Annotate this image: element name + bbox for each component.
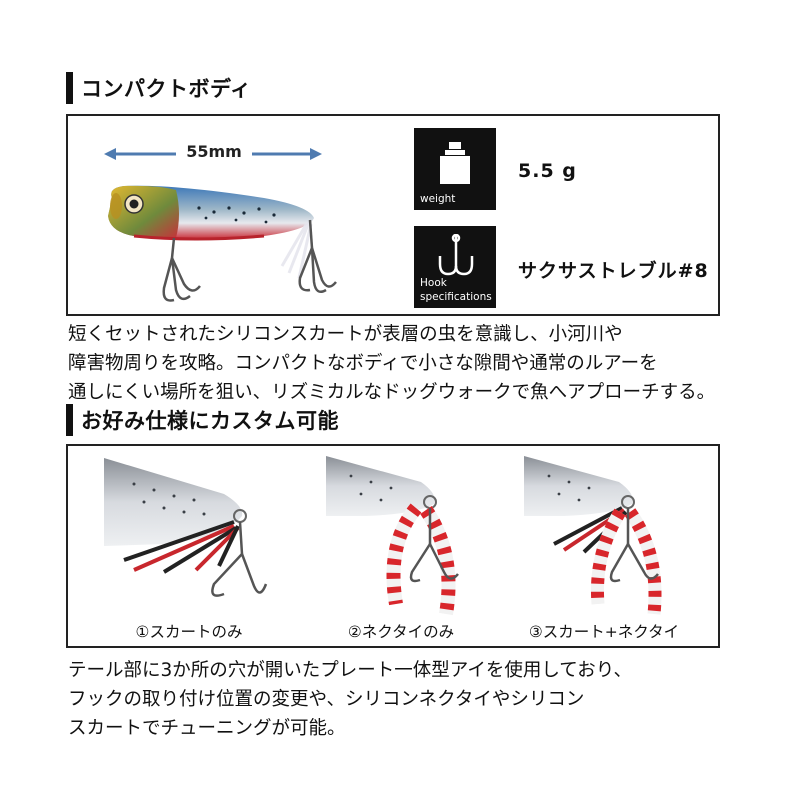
description-line: 短くセットされたシリコンスカートが表層の虫を意識し、小河川や bbox=[68, 324, 623, 345]
hook-label-line1: Hook bbox=[420, 277, 447, 289]
weight-icon bbox=[440, 142, 470, 184]
popper-lure-image bbox=[108, 185, 337, 302]
option-necktie-only-image bbox=[326, 456, 459, 616]
heading-text: お好み仕様にカスタム可能 bbox=[81, 409, 339, 433]
heading-bar bbox=[66, 72, 73, 104]
compact-body-description: 短くセットされたシリコンスカートが表層の虫を意識し、小河川や 障害物周りを攻略。… bbox=[68, 320, 715, 407]
custom-description: テール部に3か所の穴が開いたプレート一体型アイを使用しており、 フックの取り付け… bbox=[68, 656, 632, 743]
hook-value: サクサストレブル#8 bbox=[518, 260, 709, 282]
option-caption: ③スカート+ネクタイ bbox=[528, 623, 680, 641]
compact-body-panel: 55mm bbox=[66, 114, 720, 316]
dimension-arrow-icon bbox=[104, 148, 322, 160]
option-caption: ①スカートのみ bbox=[135, 623, 243, 641]
section-heading-custom: お好み仕様にカスタム可能 bbox=[66, 404, 339, 436]
hook-label-line2: specifications bbox=[420, 291, 492, 303]
weight-label: weight bbox=[420, 193, 456, 205]
dimension-label: 55mm bbox=[186, 142, 242, 161]
section-heading-compact-body: コンパクトボディ bbox=[66, 72, 252, 104]
treble-hook-icon bbox=[438, 234, 474, 276]
heading-bar bbox=[66, 404, 73, 436]
description-line: テール部に3か所の穴が開いたプレート一体型アイを使用しており、 bbox=[68, 660, 632, 681]
option-skirt-only-image bbox=[104, 458, 268, 597]
option-skirt-necktie-image bbox=[524, 456, 662, 615]
weight-spec-box: weight bbox=[414, 128, 496, 210]
description-line: フックの取り付け位置の変更や、シリコンネクタイやシリコン bbox=[68, 689, 585, 710]
weight-value: 5.5 g bbox=[518, 160, 577, 182]
description-line: 障害物周りを攻略。コンパクトなボディで小さな隙間や通常のルアーを bbox=[68, 353, 658, 374]
description-line: スカートでチューニングが可能。 bbox=[68, 718, 346, 739]
description-line: 通しにくい場所を狙い、リズミカルなドッグウォークで魚へアプローチする。 bbox=[68, 382, 716, 403]
heading-text: コンパクトボディ bbox=[81, 77, 252, 101]
custom-options-panel: ①スカートのみ ②ネクタイのみ bbox=[66, 444, 720, 648]
hook-spec-box: Hook specifications bbox=[414, 226, 496, 308]
option-caption: ②ネクタイのみ bbox=[347, 623, 455, 641]
